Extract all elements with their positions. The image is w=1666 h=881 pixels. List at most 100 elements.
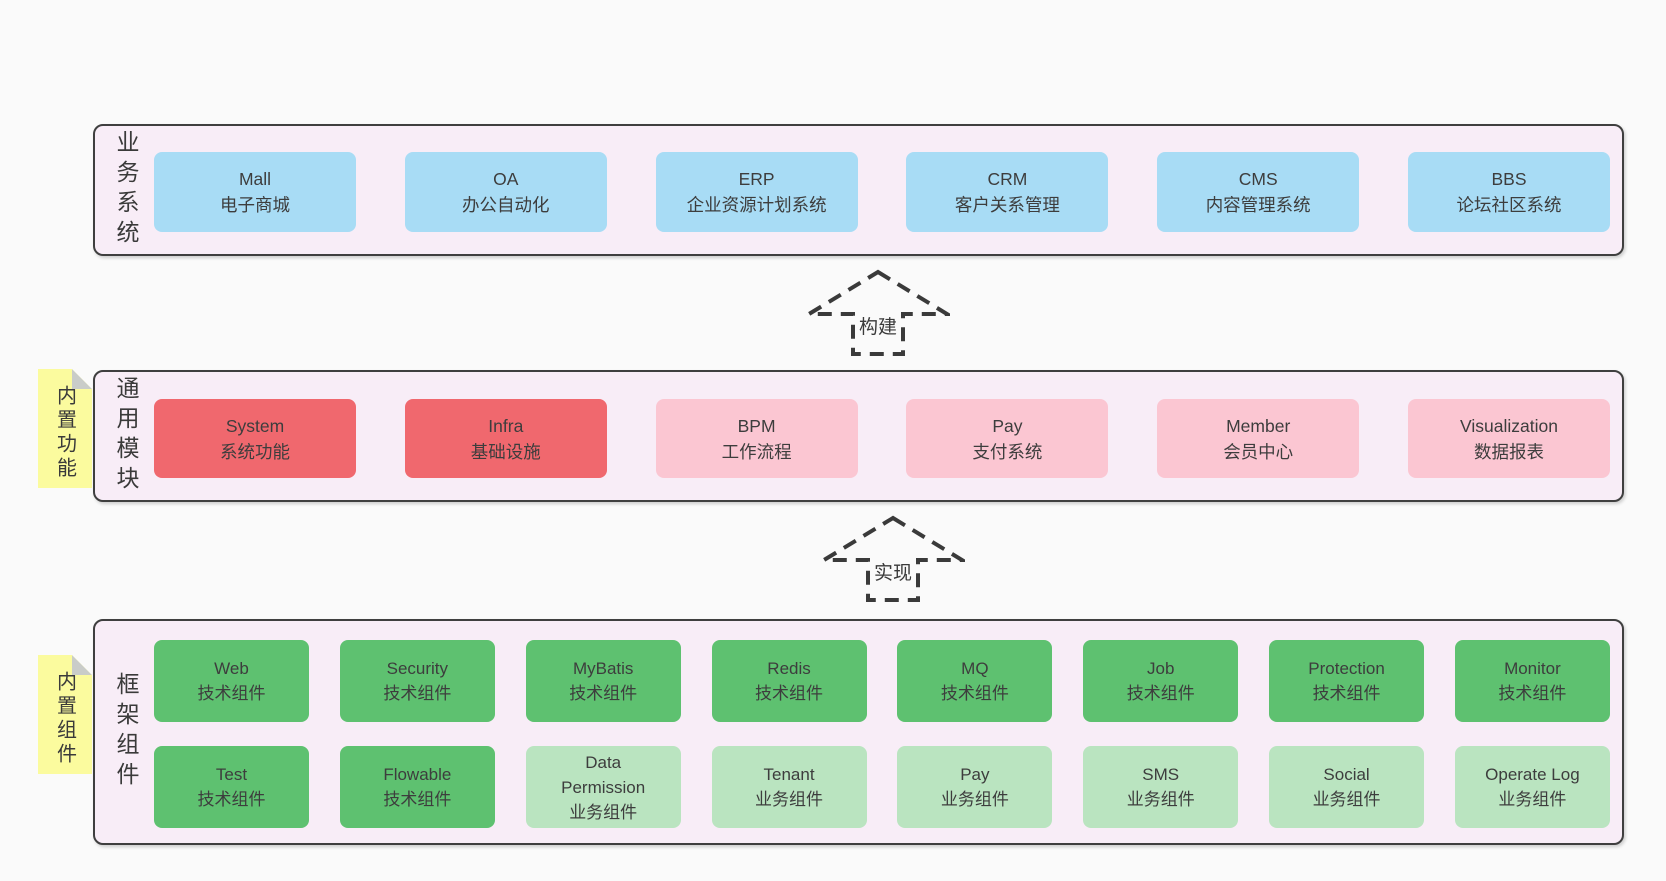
arrow-implement: 实现 xyxy=(821,514,965,604)
node-job: Job 技术组件 xyxy=(1083,640,1239,722)
node-operate-log: Operate Log 业务组件 xyxy=(1454,746,1610,828)
node-system: System 系统功能 xyxy=(154,399,356,478)
node-row: Mall 电子商城 OA 办公自动化 ERP 企业资源计划系统 CRM 客户关系管理 CMS 内容… xyxy=(154,152,1610,232)
node-desc: 业务组件 xyxy=(1126,790,1195,809)
arrow-build-label: 构建 xyxy=(856,312,900,339)
node-title: Member xyxy=(1226,415,1291,436)
node-flowable: Flowable 技术组件 xyxy=(339,746,495,828)
node-desc: 支付系统 xyxy=(972,441,1043,462)
node-title: Visualization xyxy=(1460,415,1558,436)
node-desc: 企业资源计划系统 xyxy=(686,195,827,215)
node-title: SMS xyxy=(1142,765,1180,784)
node-title: Infra xyxy=(488,415,524,436)
node-desc: 技术组件 xyxy=(1498,684,1567,703)
node-desc: 技术组件 xyxy=(755,684,824,703)
node-title: Security xyxy=(386,659,449,678)
node-desc: 内容管理系统 xyxy=(1205,195,1311,215)
node-desc: 技术组件 xyxy=(940,684,1009,703)
sticky-note-built-in-components: 内置组件 xyxy=(38,655,92,774)
node-title: Monitor xyxy=(1504,659,1561,678)
node-title: Redis xyxy=(767,659,811,678)
node-oa: OA 办公自动化 xyxy=(404,152,607,232)
node-desc: 技术组件 xyxy=(1126,684,1195,703)
node-title: Data Permission xyxy=(561,752,646,797)
node-title: Pay xyxy=(960,765,990,784)
layer-label-common-modules: 通用模块 xyxy=(113,376,139,496)
node-desc: 业务组件 xyxy=(1312,790,1381,809)
node-title: ERP xyxy=(738,169,775,189)
node-title: Mall xyxy=(238,169,272,189)
node-title: System xyxy=(225,415,285,436)
up-block-arrow-icon xyxy=(806,269,950,356)
sticky-note-text: 内置功能 xyxy=(53,385,76,481)
node-pay: Pay 支付系统 xyxy=(906,399,1109,478)
business-systems-nodes: Mall 电子商城 OA 办公自动化 ERP 企业资源计划系统 CRM 客户关系管理 CMS 内容… xyxy=(154,126,1610,254)
node-redis: Redis 技术组件 xyxy=(711,640,867,722)
node-security: Security 技术组件 xyxy=(339,640,495,722)
node-pay: Pay 业务组件 xyxy=(897,746,1053,828)
node-title: OA xyxy=(493,169,519,189)
node-desc: 业务组件 xyxy=(1498,790,1567,809)
sticky-note-built-in-features: 内置功能 xyxy=(38,369,92,488)
node-social: Social 业务组件 xyxy=(1269,746,1425,828)
arrow-build: 构建 xyxy=(806,268,950,358)
node-test: Test 技术组件 xyxy=(154,746,309,828)
node-title: Operate Log xyxy=(1485,765,1580,784)
node-desc: 技术组件 xyxy=(1312,684,1381,703)
node-title: MyBatis xyxy=(572,659,634,678)
node-desc: 业务组件 xyxy=(569,802,638,822)
node-title: Web xyxy=(214,659,249,678)
node-title: CMS xyxy=(1238,169,1278,189)
node-mq: MQ 技术组件 xyxy=(897,640,1053,722)
node-mall: Mall 电子商城 xyxy=(154,152,356,232)
node-desc: 客户关系管理 xyxy=(954,195,1060,215)
node-cms: CMS 内容管理系统 xyxy=(1157,152,1360,232)
node-title: Social xyxy=(1323,765,1370,784)
layer-business-systems: 业务系统 Mall 电子商城 OA 办公自动化 ERP 企业资源计划系统 CRM 客户关系管理… xyxy=(93,124,1624,256)
node-title: Test xyxy=(215,765,248,784)
node-title: Pay xyxy=(992,415,1023,436)
node-monitor: Monitor 技术组件 xyxy=(1454,640,1610,722)
node-title: Flowable xyxy=(383,765,452,784)
node-title: Job xyxy=(1147,659,1175,678)
node-title: MQ xyxy=(961,659,989,678)
node-desc: 技术组件 xyxy=(383,684,452,703)
node-sms: SMS 业务组件 xyxy=(1083,746,1239,828)
node-desc: 论坛社区系统 xyxy=(1456,195,1562,215)
node-infra: Infra 基础设施 xyxy=(404,399,607,478)
node-title: BBS xyxy=(1491,169,1527,189)
node-desc: 系统功能 xyxy=(220,441,290,462)
node-desc: 基础设施 xyxy=(470,441,541,462)
node-data-permission: Data Permission 业务组件 xyxy=(525,746,681,828)
node-title: Protection xyxy=(1308,659,1385,678)
node-desc: 办公自动化 xyxy=(462,195,550,215)
layer-label-business-systems: 业务系统 xyxy=(113,130,139,250)
node-title: CRM xyxy=(987,169,1028,189)
node-bbs: BBS 论坛社区系统 xyxy=(1407,152,1610,232)
layer-label-framework-components: 框架组件 xyxy=(113,672,139,792)
node-title: BPM xyxy=(737,415,776,436)
node-mybatis: MyBatis 技术组件 xyxy=(525,640,681,722)
node-erp: ERP 企业资源计划系统 xyxy=(655,152,858,232)
up-block-arrow-icon xyxy=(821,515,965,602)
node-desc: 业务组件 xyxy=(940,790,1009,809)
node-desc: 技术组件 xyxy=(569,684,638,703)
node-desc: 技术组件 xyxy=(383,790,452,809)
node-desc: 技术组件 xyxy=(197,790,266,809)
arrow-implement-label: 实现 xyxy=(871,558,915,585)
sticky-note-text: 内置组件 xyxy=(53,671,76,767)
node-desc: 业务组件 xyxy=(755,790,824,809)
node-desc: 电子商城 xyxy=(220,195,290,215)
